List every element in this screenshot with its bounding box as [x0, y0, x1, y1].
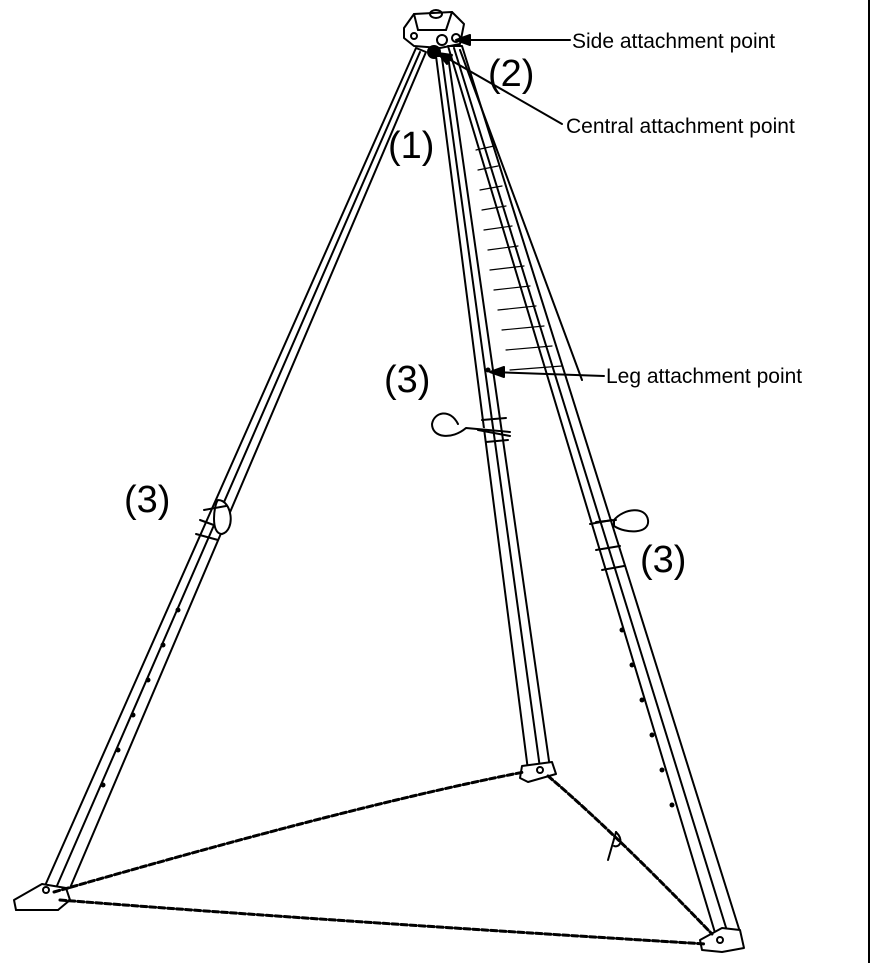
- chain-left-center: [52, 770, 526, 894]
- ladder-rungs: [475, 145, 563, 371]
- leader-central: [437, 52, 563, 125]
- lock-pin-right: [595, 509, 650, 533]
- chain-bottom: [58, 898, 708, 946]
- lock-pin-left: [203, 499, 232, 535]
- central-attachment-label: Central attachment point: [566, 115, 795, 138]
- left-leg: [43, 47, 427, 889]
- lock-pin-center: [431, 412, 511, 437]
- marker-1: (1): [388, 125, 434, 167]
- marker-3-right: (3): [640, 539, 686, 581]
- leader-side: [455, 34, 571, 46]
- foot-center: [519, 761, 557, 783]
- leader-leg: [489, 366, 605, 378]
- leg-attachment-label: Leg attachment point: [606, 365, 802, 388]
- side-attachment-label: Side attachment point: [572, 30, 775, 53]
- marker-3-center: (3): [384, 359, 430, 401]
- chain-hook: [607, 831, 622, 861]
- right-border: [868, 0, 870, 963]
- leg-holes: [100, 367, 675, 808]
- marker-2: (2): [488, 53, 534, 95]
- foot-right: [699, 927, 745, 953]
- foot-left: [13, 883, 71, 911]
- tripod-head: [403, 9, 465, 59]
- marker-3-left: (3): [124, 479, 170, 521]
- chain-center-right: [546, 774, 714, 936]
